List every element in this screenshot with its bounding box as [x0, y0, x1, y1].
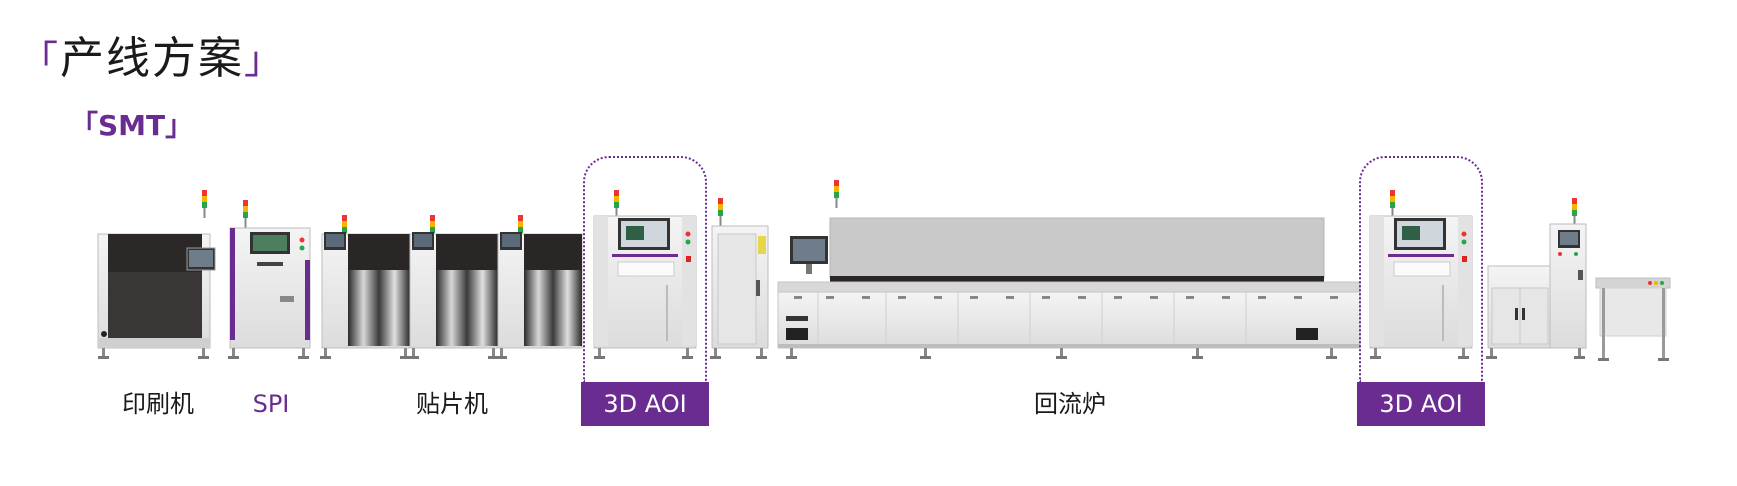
page-title: 「产线方案」 — [20, 22, 284, 86]
title-bracket-open: 「 — [20, 38, 61, 82]
printer-machine — [97, 190, 216, 359]
section-subtitle: 「SMT」 — [70, 109, 194, 142]
station-label-printer: 印刷机 — [122, 390, 194, 418]
aoi-machine-2 — [1369, 190, 1473, 359]
aoi-highlight-1 — [583, 156, 707, 382]
station-label-aoi-2: 3D AOI — [1357, 382, 1485, 426]
unloader-machine — [1486, 198, 1587, 359]
title-bracket-close: 」 — [244, 38, 285, 82]
title-text: 产线方案 — [60, 33, 245, 84]
placement-machines — [320, 215, 583, 359]
station-label-placement: 贴片机 — [416, 390, 488, 418]
station-label-aoi-1: 3D AOI — [581, 382, 709, 426]
aoi-highlight-2 — [1359, 156, 1483, 382]
aoi-machine-1 — [593, 190, 697, 359]
conveyor-cabinet — [710, 198, 769, 359]
reflow-oven — [777, 180, 1361, 359]
station-label-reflow: 回流炉 — [1034, 390, 1106, 418]
spi-machine — [228, 200, 311, 359]
station-label-spi: SPI — [252, 390, 290, 418]
buffer-table — [1595, 277, 1671, 361]
